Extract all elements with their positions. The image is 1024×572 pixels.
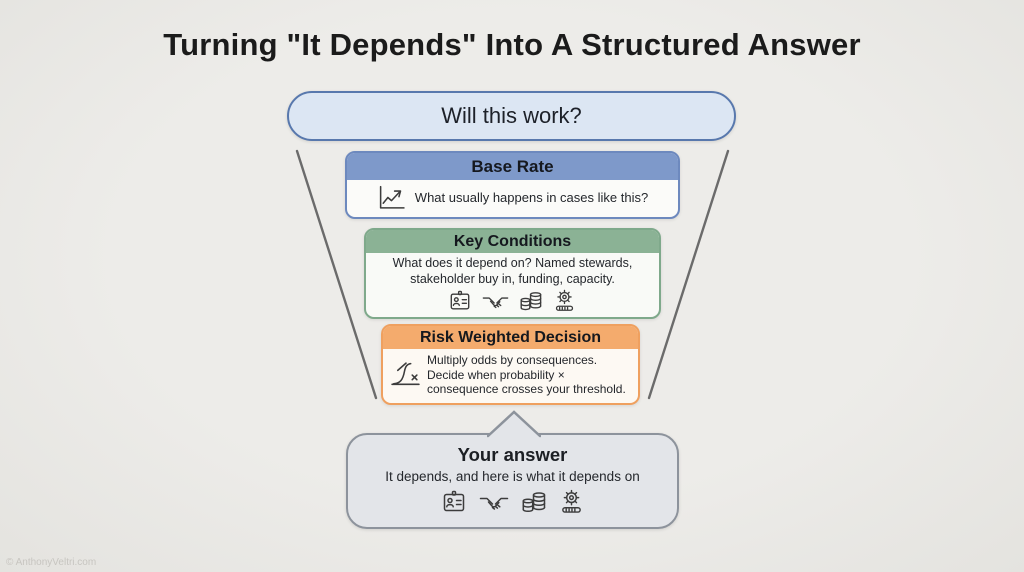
step-key-conditions-title: Key Conditions bbox=[366, 230, 659, 253]
handshake-icon bbox=[482, 294, 509, 312]
step-base-rate-title: Base Rate bbox=[347, 153, 678, 180]
answer-icon-row bbox=[442, 489, 584, 514]
answer-notch bbox=[487, 410, 541, 440]
question-label: Will this work? bbox=[441, 103, 582, 128]
gear-progress-icon bbox=[553, 289, 576, 312]
step-base-rate-body: What usually happens in cases like this? bbox=[347, 180, 678, 217]
key-conditions-icon-row bbox=[449, 289, 576, 312]
step-risk-text: Multiply odds by consequences. Decide wh… bbox=[427, 353, 626, 397]
watermark: © AnthonyVeltri.com bbox=[6, 557, 97, 568]
step-key-conditions-body: What does it depend on? Named stewards, … bbox=[366, 253, 659, 317]
step-base-rate: Base Rate What usually happens in cases … bbox=[345, 151, 680, 219]
answer-title: Your answer bbox=[457, 444, 568, 465]
step-base-rate-text: What usually happens in cases like this? bbox=[414, 190, 649, 205]
step-key-conditions: Key Conditions What does it depend on? N… bbox=[364, 228, 661, 320]
step-risk-weighted-decision: Risk Weighted Decision Multiply odds by … bbox=[381, 324, 640, 405]
handshake-icon bbox=[479, 494, 509, 514]
page-title: Turning "It Depends" Into A Structured A… bbox=[163, 27, 861, 62]
trend-chart-icon bbox=[377, 184, 406, 211]
id-badge-icon bbox=[449, 290, 471, 312]
question-pill: Will this work? bbox=[287, 91, 736, 141]
answer-text: It depends, and here is what it depends … bbox=[385, 469, 640, 484]
step-key-conditions-text: What does it depend on? Named stewards, … bbox=[392, 256, 633, 286]
gear-progress-icon bbox=[559, 489, 584, 514]
id-badge-icon bbox=[442, 490, 466, 514]
answer-box: Your answer It depends, and here is what… bbox=[346, 410, 679, 529]
step-risk-body: Multiply odds by consequences. Decide wh… bbox=[383, 349, 638, 403]
coins-icon bbox=[520, 290, 542, 312]
step-risk-title: Risk Weighted Decision bbox=[383, 326, 638, 349]
risk-curve-icon bbox=[390, 361, 421, 388]
coins-icon bbox=[522, 490, 546, 514]
